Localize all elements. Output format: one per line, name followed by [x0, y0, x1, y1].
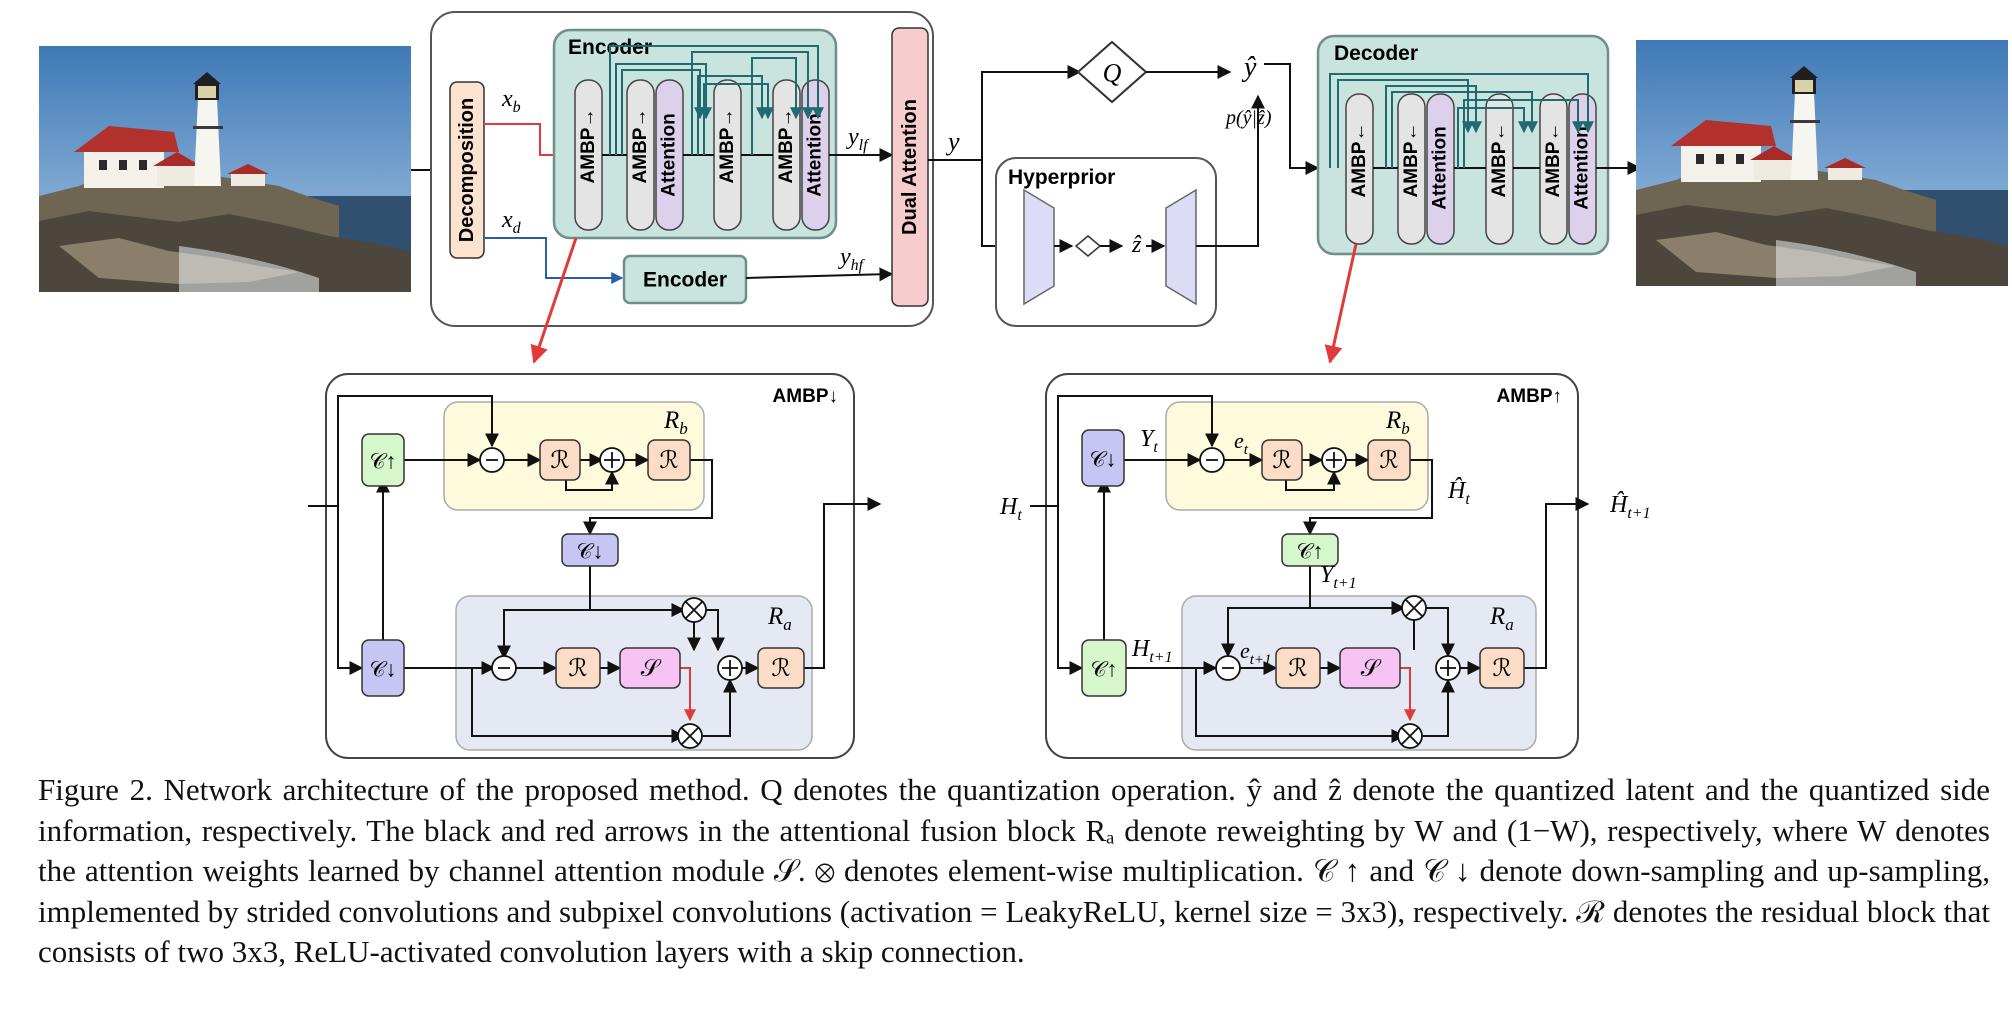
ambp-down-r-bottom-2 [757, 647, 805, 689]
zhat-label: ẑ [1131, 232, 1142, 258]
encoder-ambp-label-3: AMBP→ [717, 109, 738, 184]
ambp-down-r-top-1-label: ℛ [550, 448, 569, 474]
ambp-down-s-label: 𝒮 [641, 656, 662, 682]
ambp-up-r-top-2 [1367, 439, 1411, 481]
decomposition-block [449, 81, 485, 259]
caption-text: Figure 2. Network architecture of the pr… [38, 772, 1990, 969]
encoder-skip-connections [609, 45, 824, 155]
ambp-up-r-top-2-label: ℛ [1379, 448, 1398, 474]
decoder-attention-label-1: Attention [1430, 126, 1451, 209]
q-label: Q [1103, 59, 1122, 88]
pointer-decoder-ambp [1324, 243, 1358, 364]
ambp-down-r-bottom-1 [555, 647, 601, 689]
ambp-up-c-up-mid-label: 𝒞↑ [1296, 539, 1323, 564]
ambp-up-s-label: 𝒮 [1361, 656, 1382, 682]
pointer-encoder-ambp [530, 237, 578, 364]
decoder-ambp-label-4: AMBP← [1543, 123, 1564, 198]
ambp-up-c-down [1081, 429, 1125, 487]
ambp-down-r-top-1 [539, 439, 581, 481]
encoder-small-label: Encoder [643, 269, 727, 292]
architecture-diagram: Decomposition xb xd Encoder AMBP→ AMBP→ … [39, 11, 2008, 759]
hyper-decoder-shape [1165, 188, 1197, 306]
output-image [1636, 40, 2008, 286]
ambp-down-r-bottom-1-label: ℛ [568, 656, 587, 682]
ambp-up-c-up-label: 𝒞↑ [1090, 657, 1117, 682]
yhat-label: ŷ [1241, 52, 1257, 83]
y-label: y [945, 127, 960, 156]
ambp-up-r-bottom-2 [1479, 647, 1525, 689]
ambp-down-title: AMBP↓ [773, 386, 838, 407]
ambp-down-r-top-2-label: ℛ [659, 448, 678, 474]
encoder-ambp-label-4: AMBP→ [776, 109, 797, 184]
encoder-ambp-label-2: AMBP→ [630, 109, 651, 184]
input-image [39, 46, 411, 292]
ambp-up-ra-label: Ra [1489, 603, 1514, 634]
ambp-up-title: AMBP↑ [1497, 386, 1562, 407]
ambp-down-c-down-mid-label: 𝒞↓ [576, 539, 603, 564]
encoder-attention-label-1: Attention [659, 113, 680, 196]
decoder-skip-connections [1329, 73, 1594, 168]
arrow-yhf [745, 267, 894, 282]
ambp-up-c-up [1081, 639, 1127, 697]
ambp-down-r-top-2 [647, 439, 691, 481]
ambp-down-c-up-label: 𝒞↑ [369, 449, 396, 474]
label-H-t: Ht [999, 494, 1022, 524]
dual-attention-block [891, 27, 929, 307]
ambp-down-c-up [361, 433, 405, 487]
decoder-attention-label-2: Attention [1572, 126, 1593, 209]
hyperprior-title: Hyperprior [1008, 166, 1115, 189]
ambp-down-detail: AMBP↓ Rb Ra [308, 373, 882, 759]
ambp-down-c-down-mid [561, 533, 619, 567]
ambp-down-c-down-label: 𝒞↓ [369, 657, 396, 682]
dual-attention-label: Dual Attention [899, 99, 921, 235]
ambp-up-c-up-mid [1281, 533, 1339, 567]
p-y-given-z-label: p(ŷ|ẑ) [1224, 107, 1272, 129]
ambp-up-r-bottom-1-label: ℛ [1288, 656, 1307, 682]
ambp-up-r-bottom-1 [1275, 647, 1321, 689]
decoder-title: Decoder [1334, 42, 1418, 65]
arrow-hyper-to-p [1196, 94, 1265, 247]
label-H-hat-t: Ĥt [1447, 478, 1470, 508]
ambp-up-r-top-1-label: ℛ [1272, 448, 1291, 474]
label-H-hat-t1: Ĥt+1 [1609, 492, 1651, 522]
ambp-up-c-down-label: 𝒞↓ [1089, 447, 1116, 472]
ylf-label: ylf [846, 124, 870, 154]
decoder-ambp-label-3: AMBP← [1489, 123, 1510, 198]
encoder-ambp-label-1: AMBP→ [578, 109, 599, 184]
figure-caption: Figure 2. Network architecture of the pr… [38, 770, 1990, 973]
ambp-down-r-bottom-2-label: ℛ [771, 656, 790, 682]
decomposition-label: Decomposition [456, 98, 478, 242]
encoder-small-block [622, 254, 748, 305]
arrow-y-to-q [928, 65, 1082, 161]
ambp-down-s-block [619, 647, 681, 689]
encoder-block [552, 28, 838, 240]
arrow-yhat-to-decoder [1264, 63, 1320, 175]
ambp-up-r-bottom-2-label: ℛ [1492, 656, 1511, 682]
quantization-diamond [1076, 40, 1148, 104]
ambp-up-detail: AMBP↑ Rb Ra 𝒞↓ [999, 373, 1651, 759]
decoder-ambp-label-2: AMBP← [1401, 123, 1422, 198]
hyper-encoder-shape [1023, 188, 1055, 306]
ambp-down-c-down [361, 639, 405, 697]
decoder-ambp-label-1: AMBP← [1349, 123, 1370, 198]
ambp-up-r-top-1 [1261, 439, 1303, 481]
ambp-up-s-block [1339, 647, 1401, 689]
encoder-attention-label-2: Attention [805, 113, 826, 196]
arrow-xd [484, 237, 624, 284]
hyper-quant-diamond [1074, 235, 1102, 257]
